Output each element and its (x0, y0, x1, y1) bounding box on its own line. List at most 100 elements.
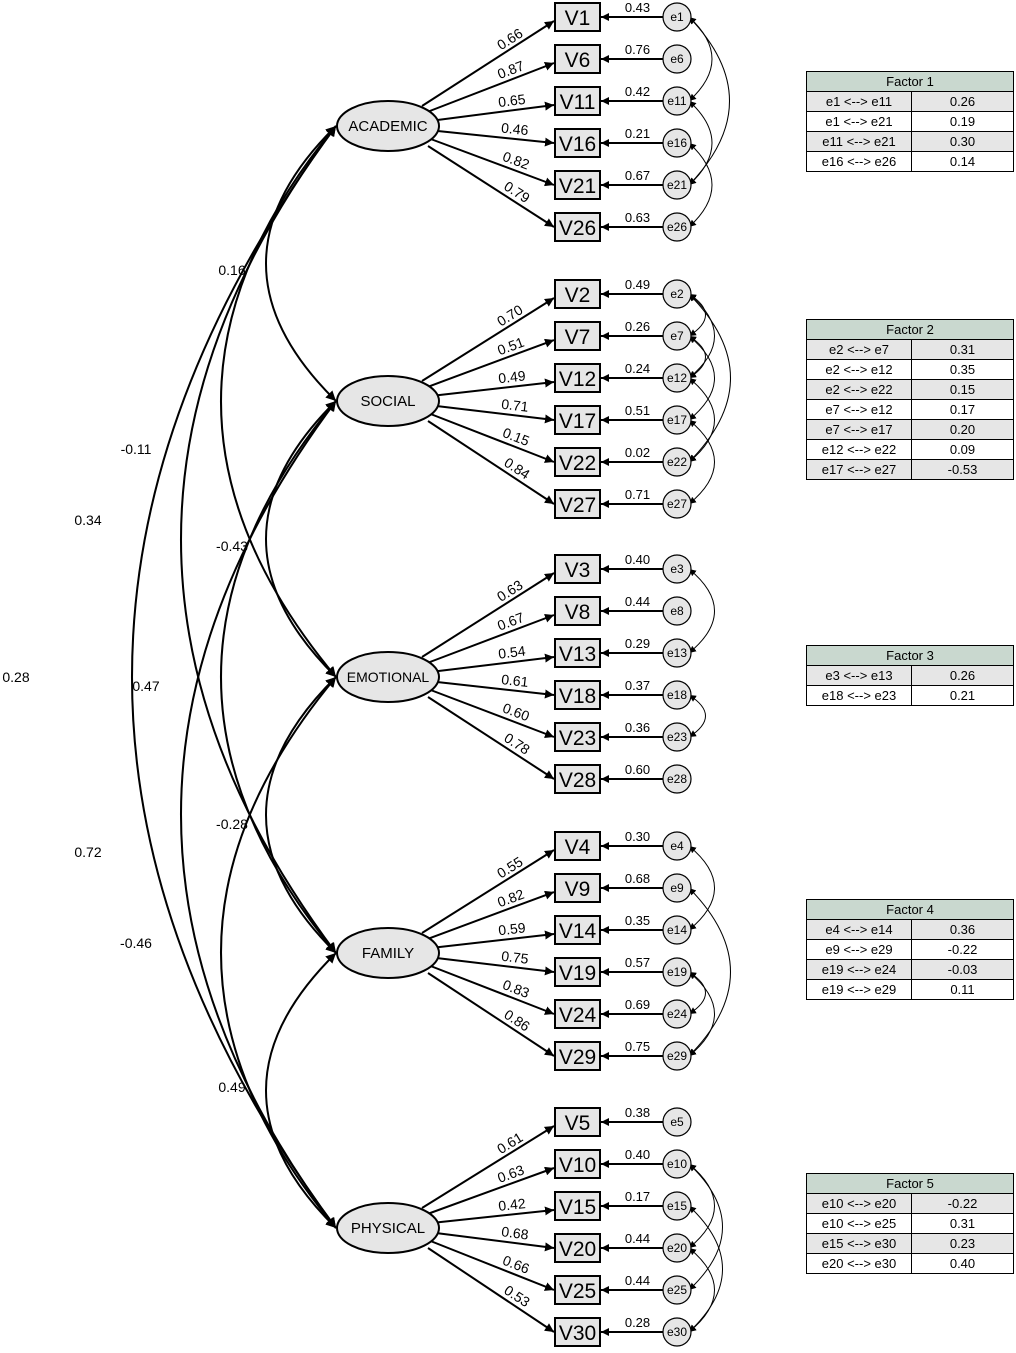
observed-variable-box (554, 170, 601, 200)
observed-variable-label: V5 (565, 1112, 591, 1135)
error-term-label: e18 (667, 688, 687, 702)
error-variance-label: 0.44 (625, 1273, 650, 1288)
covariance-value-cell: 0.15 (911, 379, 1014, 400)
error-term-circle (662, 170, 692, 200)
covariance-pair-cell: e15 <--> e30 (806, 1233, 912, 1254)
observed-variable-box (554, 999, 601, 1029)
error-variance-label: 0.36 (625, 720, 650, 735)
covariance-value-cell: 0.26 (911, 91, 1014, 112)
factor-loading-label: 0.15 (501, 424, 532, 449)
error-term-label: e23 (667, 730, 687, 744)
error-covariance-arc (688, 335, 715, 421)
error-covariance-arc (688, 142, 713, 228)
covariance-pair-cell: e1 <--> e21 (806, 111, 912, 132)
error-term-circle (662, 764, 692, 794)
latent-factor-label: FAMILY (362, 945, 414, 962)
latent-factor-label: ACADEMIC (348, 118, 427, 135)
factor-loading-path (427, 964, 555, 1015)
covariance-pair-cell: e18 <--> e23 (806, 685, 912, 706)
error-term-circle (662, 596, 692, 626)
error-covariance-arc (688, 971, 706, 1015)
observed-variable-box (554, 1149, 601, 1179)
factor-loading-label: 0.46 (500, 120, 529, 139)
error-term-label: e1 (670, 10, 684, 24)
error-term-circle (662, 999, 692, 1029)
observed-variable-box (554, 86, 601, 116)
error-variance-label: 0.17 (625, 1189, 650, 1204)
latent-factor-label: SOCIAL (360, 393, 415, 410)
factor-loading-label: 0.86 (501, 1006, 533, 1034)
factor-loading-label: 0.87 (495, 57, 526, 82)
factor-loading-path (421, 1166, 555, 1217)
error-variance-label: 0.42 (625, 84, 650, 99)
factor-correlation-label: -0.46 (120, 935, 152, 951)
table-row: e19 <--> e24-0.03 (806, 959, 1014, 980)
factor-loading-label: 0.84 (501, 454, 533, 482)
latent-factor-label: PHYSICAL (351, 1220, 425, 1237)
error-term-label: e24 (667, 1007, 687, 1021)
covariance-value-cell: -0.22 (911, 939, 1014, 960)
error-term-circle (662, 279, 692, 309)
error-covariance-arc (688, 1247, 715, 1333)
error-term-label: e11 (667, 94, 686, 108)
observed-variable-box (554, 128, 601, 158)
factor-loading-label: 0.71 (500, 396, 529, 415)
covariance-value-cell: -0.03 (911, 959, 1014, 980)
observed-variable-box (554, 405, 601, 435)
error-term-circle (662, 321, 692, 351)
factor-loading-path (427, 137, 555, 187)
observed-variable-box (554, 1275, 601, 1305)
error-variance-label: 0.30 (625, 829, 650, 844)
error-variance-label: 0.57 (625, 955, 650, 970)
covariance-pair-cell: e12 <--> e22 (806, 439, 912, 460)
factor-loading-label: 0.63 (495, 1161, 526, 1185)
observed-variable-box (554, 638, 601, 668)
factor-loading-path (427, 1247, 555, 1333)
error-term-circle (662, 915, 692, 945)
factor-correlation-label: 0.34 (74, 512, 101, 528)
error-term-label: e21 (667, 178, 687, 192)
error-term-label: e14 (667, 923, 687, 937)
error-term-label: e26 (667, 220, 687, 234)
covariance-value-cell: 0.35 (911, 359, 1014, 380)
factor-loading-path (421, 1206, 555, 1225)
error-variance-label: 0.71 (625, 487, 650, 502)
error-term-circle (662, 363, 692, 393)
factor-loading-path (421, 930, 555, 950)
error-covariance-arc (688, 568, 715, 654)
factor-loading-path (421, 297, 555, 382)
covariance-pair-cell: e2 <--> e7 (806, 339, 912, 360)
factor-loading-label: 0.83 (501, 976, 532, 1001)
observed-variable-box (554, 44, 601, 74)
factor-loading-label: 0.61 (500, 671, 529, 690)
factor-loading-label: 0.49 (497, 367, 526, 386)
table-row: e9 <--> e29-0.22 (806, 939, 1014, 960)
error-variance-label: 0.60 (625, 762, 650, 777)
covariance-value-cell: 0.36 (911, 919, 1014, 940)
error-variance-label: 0.43 (625, 0, 650, 15)
error-term-circle (662, 44, 692, 74)
factor-loading-path (427, 688, 555, 739)
observed-variable-label: V22 (559, 452, 596, 475)
table-row: e17 <--> e27-0.53 (806, 459, 1014, 480)
error-term-circle (662, 554, 692, 584)
factor-correlation-arc (265, 952, 337, 1229)
error-term-circle (662, 489, 692, 519)
factor-loading-path (427, 420, 555, 505)
factor-loading-path (427, 1231, 555, 1252)
error-variance-label: 0.26 (625, 319, 650, 334)
error-variance-label: 0.51 (625, 403, 650, 418)
covariance-value-cell: 0.31 (911, 339, 1014, 360)
observed-variable-label: V7 (565, 326, 591, 349)
observed-variable-label: V17 (559, 410, 596, 433)
factor-loading-label: 0.75 (500, 948, 529, 967)
